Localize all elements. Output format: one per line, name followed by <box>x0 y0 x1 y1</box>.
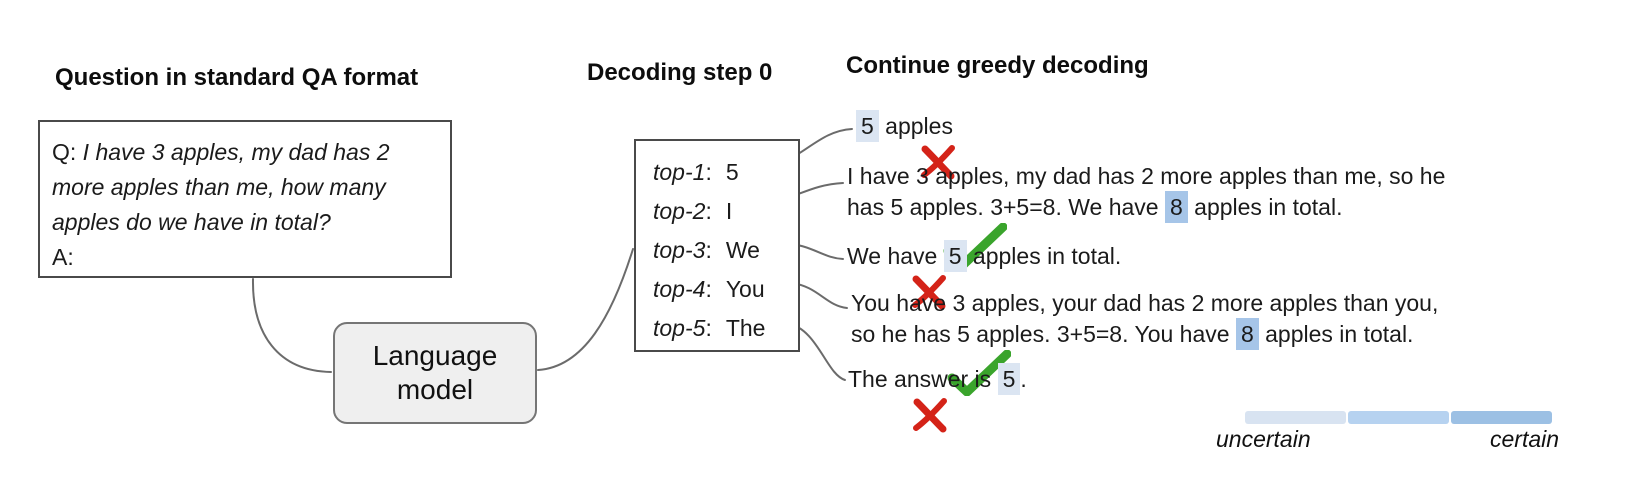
continuation-line: 5 apples <box>856 110 958 213</box>
language-model-label-line2: model <box>396 374 474 405</box>
continuation-line: has 5 apples. 3+5=8. We have 8 apples in… <box>847 191 1445 300</box>
continuation-line: We have 5 apples in total. <box>847 240 1122 343</box>
continuation-line: so he has 5 apples. 3+5=8. You have 8 ap… <box>851 318 1438 427</box>
text-segment: apples in total. <box>1258 321 1414 347</box>
wrong-answer-x-icon <box>912 398 947 433</box>
wrong-answer-x-icon <box>920 145 955 180</box>
colon: : <box>705 237 712 263</box>
text-segment: The answer is <box>848 366 998 392</box>
question-box-text: Q: I have 3 apples, my dad has 2 more app… <box>52 135 438 275</box>
answer-token-highlight: 5 <box>856 110 879 142</box>
candidate-token: I <box>725 198 733 224</box>
colon: : <box>705 159 712 185</box>
candidate-token: We <box>725 237 760 263</box>
answer-token-highlight: 8 <box>1235 318 1259 350</box>
text-segment: We have <box>847 243 944 269</box>
legend-uncertain-label: uncertain <box>1216 426 1311 452</box>
continuation-row-2: I have 3 apples, my dad has 2 more apple… <box>847 161 1445 300</box>
text-segment: Q: <box>52 139 83 165</box>
question-line: apples do we have in total? <box>52 205 438 240</box>
rank-label: top-3 <box>653 237 706 263</box>
continuation-line: I have 3 apples, my dad has 2 more apple… <box>847 161 1445 192</box>
text-segment: You have 3 apples, your dad has 2 more a… <box>851 290 1439 316</box>
language-model-box: Language model <box>333 322 537 424</box>
decoding-section-heading: Decoding step 0 <box>587 59 773 86</box>
legend-segment-2 <box>1348 411 1449 424</box>
continue-section-heading: Continue greedy decoding <box>846 52 1149 79</box>
continuation-row-4: You have 3 apples, your dad has 2 more a… <box>851 288 1438 427</box>
continuation-row-5: The answer is 5. <box>848 363 1027 466</box>
text-segment: I have 3 apples, my dad has 2 more apple… <box>847 163 1446 189</box>
legend-certain-label: certain <box>1490 426 1560 452</box>
confidence-legend-bar <box>1245 411 1552 424</box>
question-box: Q: I have 3 apples, my dad has 2 more app… <box>38 120 452 278</box>
text-segment: apples in total. <box>1187 194 1343 220</box>
language-model-label-line1: Language <box>372 340 498 371</box>
rank-label: top-4 <box>653 276 706 302</box>
question-line: more apples than me, how many <box>52 170 438 205</box>
text-segment: A: <box>52 244 74 270</box>
colon: : <box>705 276 712 302</box>
decoding-row-top-2: top-2: I <box>653 192 798 231</box>
decoding-row-top-5: top-5: The <box>653 309 798 348</box>
decoding-row-top-1: top-1:5 <box>653 153 798 192</box>
text-segment: I have 3 apples, my dad has 2 <box>82 139 390 165</box>
text-segment: . <box>1020 366 1027 392</box>
continuation-row-3: We have 5 apples in total. <box>847 240 1122 343</box>
candidate-token: You <box>725 276 765 302</box>
legend-segment-3 <box>1451 411 1552 424</box>
candidate-token: The <box>725 315 766 341</box>
question-section-heading: Question in standard QA format <box>55 64 419 91</box>
answer-token-highlight: 5 <box>997 363 1021 395</box>
text-segment: more apples than me, how many <box>52 174 386 200</box>
colon: : <box>705 198 712 224</box>
text-segment: so he has 5 apples. 3+5=8. You have <box>851 321 1236 347</box>
answer-token-highlight: 8 <box>1164 191 1188 223</box>
continuation-row-1: 5 apples <box>856 110 958 213</box>
connector-question-to-model <box>251 278 332 373</box>
continuation-line: You have 3 apples, your dad has 2 more a… <box>851 288 1438 319</box>
connector-model-to-decoding <box>537 248 634 371</box>
rank-label: top-1 <box>653 159 706 185</box>
candidate-token: 5 <box>725 159 739 185</box>
colon: : <box>705 315 712 341</box>
question-line: Q: I have 3 apples, my dad has 2 <box>52 135 438 170</box>
rank-label: top-2 <box>653 198 706 224</box>
decoding-row-top-4: top-4: You <box>653 270 798 309</box>
answer-token-highlight: 5 <box>943 240 967 272</box>
continuation-line: The answer is 5. <box>848 363 1027 466</box>
rank-label: top-5 <box>653 315 706 341</box>
wrong-answer-x-icon <box>911 275 946 310</box>
text-segment: apples <box>878 113 953 139</box>
question-line: A: <box>52 240 438 275</box>
text-segment: has 5 apples. 3+5=8. We have <box>847 194 1165 220</box>
decoding-row-top-3: top-3: We <box>653 231 798 270</box>
correct-answer-check-icon <box>947 349 1012 397</box>
text-segment: apples in total. <box>966 243 1122 269</box>
legend-segment-1 <box>1245 411 1346 424</box>
text-segment: apples do we have in total? <box>52 209 331 235</box>
